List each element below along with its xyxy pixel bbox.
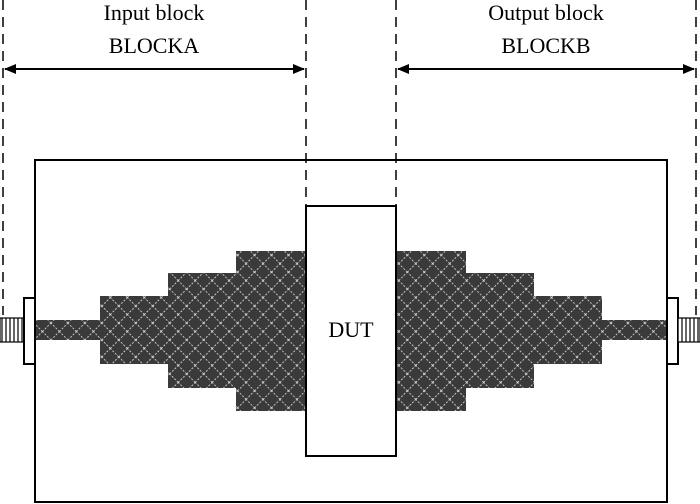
output-section-1: [602, 320, 667, 340]
right-connector: [666, 297, 700, 365]
output-section-3: [466, 273, 534, 388]
input-block-label: Input block: [104, 0, 205, 25]
reference-lines: [2, 0, 697, 315]
input-section-2: [100, 296, 168, 364]
left-connector: [0, 297, 36, 365]
output-block-label: Output block: [488, 0, 604, 25]
output-section-4: [396, 251, 466, 411]
input-block-name: BLOCKA: [109, 33, 200, 58]
input-section-1: [35, 320, 100, 340]
dut-box: [305, 205, 397, 457]
input-block-sections: [35, 251, 306, 411]
input-section-3: [168, 273, 236, 388]
output-block-name: BLOCKB: [501, 33, 590, 58]
input-section-4: [236, 251, 306, 411]
dut-label: DUT: [328, 317, 374, 342]
output-block-sections: [396, 251, 667, 411]
output-section-2: [534, 296, 602, 364]
